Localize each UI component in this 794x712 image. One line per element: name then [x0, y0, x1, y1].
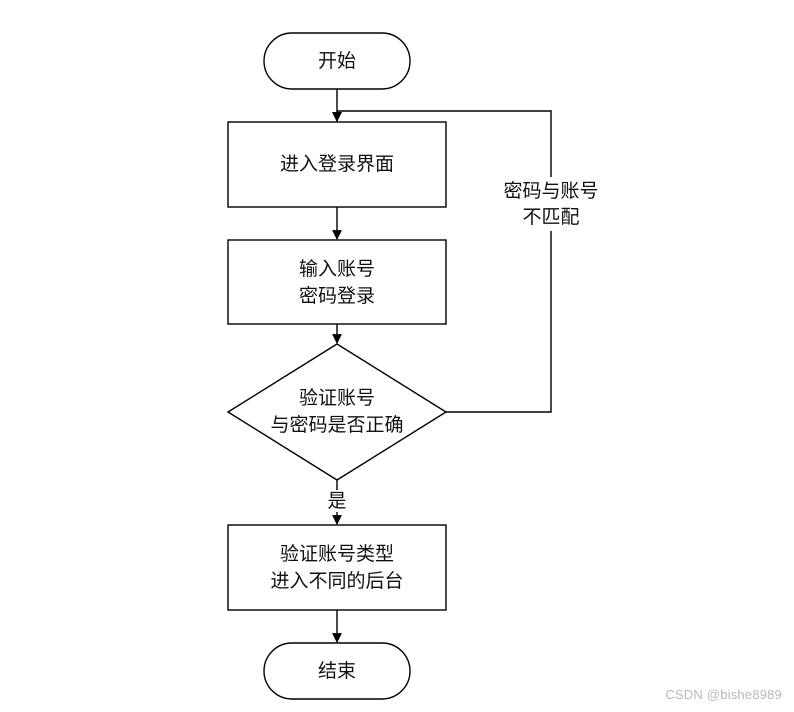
input-credentials-box	[227, 239, 447, 325]
end-terminal	[263, 642, 411, 700]
mismatch-loop-connector	[337, 110, 552, 413]
input-credentials-line-1: 输入账号	[299, 258, 375, 280]
start-label: 开始	[318, 50, 356, 72]
enter-login-label: 进入登录界面	[280, 153, 394, 175]
mismatch-label-background	[496, 177, 606, 231]
watermark: CSDN @bishe8989	[665, 687, 782, 702]
enter-login-box	[227, 121, 447, 208]
route-backend-line-2: 进入不同的后台	[270, 570, 403, 592]
verify-decision-line-1: 验证账号	[299, 387, 375, 409]
end-label: 结束	[318, 660, 356, 682]
verify-decision-diamond	[226, 343, 448, 481]
route-backend-line-1: 验证账号类型	[280, 543, 394, 565]
route-backend-box	[227, 524, 447, 611]
verify-decision-line-2: 与密码是否正确	[270, 414, 403, 436]
mismatch-label-line-2: 不匹配	[522, 206, 579, 228]
mismatch-label-line-1: 密码与账号	[503, 180, 598, 202]
yes-label: 是	[327, 490, 346, 512]
yes-label-background	[326, 490, 348, 512]
input-credentials-line-2: 密码登录	[299, 285, 375, 307]
